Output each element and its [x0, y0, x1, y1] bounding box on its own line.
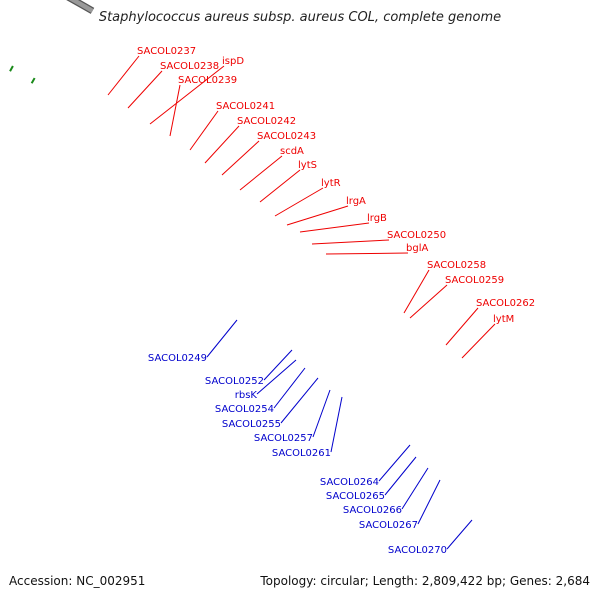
leader-sacol0241	[189, 110, 219, 151]
leader-rbsk	[256, 359, 297, 395]
leader-sacol0265	[384, 456, 417, 496]
leader-sacol0242	[204, 125, 240, 164]
gene-label-sacol0242: SACOL0242	[237, 116, 296, 127]
leader-sacol0243	[221, 140, 260, 176]
gene-label-sacol0255: SACOL0255	[222, 419, 281, 430]
backbone-ring	[66, 0, 95, 14]
leader-sacol0239	[169, 84, 181, 137]
gene-label-sacol0250: SACOL0250	[387, 230, 446, 241]
gene-label-sacol0267: SACOL0267	[359, 520, 418, 531]
gene-label-sacol0264: SACOL0264	[320, 477, 379, 488]
accession-text: Accession: NC_002951	[9, 574, 146, 588]
backbone-arc	[68, 0, 94, 13]
topology-text: Topology: circular; Length: 2,809,422 bp…	[260, 574, 590, 588]
label-leaders	[107, 55, 496, 550]
gene-label-ispd: ispD	[222, 56, 244, 67]
tick-ring	[9, 65, 36, 84]
leader-lrga	[286, 205, 349, 226]
gene-label-scda: scdA	[280, 146, 304, 157]
gene-label-sacol0266: SACOL0266	[343, 505, 402, 516]
leader-ispd	[149, 65, 225, 125]
leader-sacol0264	[378, 444, 411, 482]
leader-sacol0250	[311, 239, 390, 245]
leader-lytm	[461, 323, 496, 359]
gene-label-sacol0249: SACOL0249	[148, 353, 207, 364]
gene-label-sacol0259: SACOL0259	[445, 275, 504, 286]
leader-sacol0258	[403, 269, 430, 314]
leader-sacol0238	[127, 70, 163, 109]
leader-sacol0249	[206, 319, 238, 358]
leader-sacol0267	[417, 479, 441, 525]
gene-label-sacol0262: SACOL0262	[476, 298, 535, 309]
gene-label-sacol0252: SACOL0252	[205, 376, 264, 387]
gene-label-sacol0243: SACOL0243	[257, 131, 316, 142]
gene-label-sacol0270: SACOL0270	[388, 545, 447, 556]
gene-label-lytm: lytM	[493, 314, 514, 325]
leader-lytr	[274, 187, 324, 217]
leader-lrgb	[299, 222, 370, 233]
gene-label-sacol0258: SACOL0258	[427, 260, 486, 271]
gene-label-sacol0265: SACOL0265	[326, 491, 385, 502]
map-title: Staphylococcus aureus subsp. aureus COL,…	[98, 10, 502, 25]
inner-tick	[9, 65, 14, 72]
leader-bgla	[325, 252, 409, 255]
leader-sacol0266	[401, 467, 429, 510]
gene-label-sacol0257: SACOL0257	[254, 433, 313, 444]
gene-label-lrga: lrgA	[346, 196, 366, 207]
gene-label-lrgb: lrgB	[367, 213, 387, 224]
backbone-arc-outline	[66, 0, 95, 14]
leader-sacol0237	[107, 55, 140, 96]
leader-sacol0254	[273, 367, 306, 409]
leader-sacol0270	[446, 519, 473, 550]
leader-sacol0261	[330, 396, 343, 453]
leader-sacol0259	[409, 284, 448, 319]
leader-sacol0257	[312, 389, 331, 438]
gene-label-sacol0241: SACOL0241	[216, 101, 275, 112]
gene-label-lyts: lytS	[298, 160, 317, 171]
leader-sacol0255	[280, 377, 319, 424]
leader-scda	[239, 155, 283, 191]
inner-tick	[30, 77, 36, 84]
leader-sacol0262	[445, 307, 479, 346]
gene-label-sacol0254: SACOL0254	[215, 404, 274, 415]
gene-label-sacol0238: SACOL0238	[160, 61, 219, 72]
gene-label-bgla: bglA	[406, 243, 428, 254]
leader-lyts	[259, 169, 301, 203]
leader-sacol0252	[263, 349, 293, 381]
gene-label-sacol0261: SACOL0261	[272, 448, 331, 459]
gene-label-lytr: lytR	[321, 178, 341, 189]
gene-label-sacol0239: SACOL0239	[178, 75, 237, 86]
gene-label-rbsk: rbsK	[235, 390, 258, 401]
gene-label-sacol0237: SACOL0237	[137, 46, 196, 57]
